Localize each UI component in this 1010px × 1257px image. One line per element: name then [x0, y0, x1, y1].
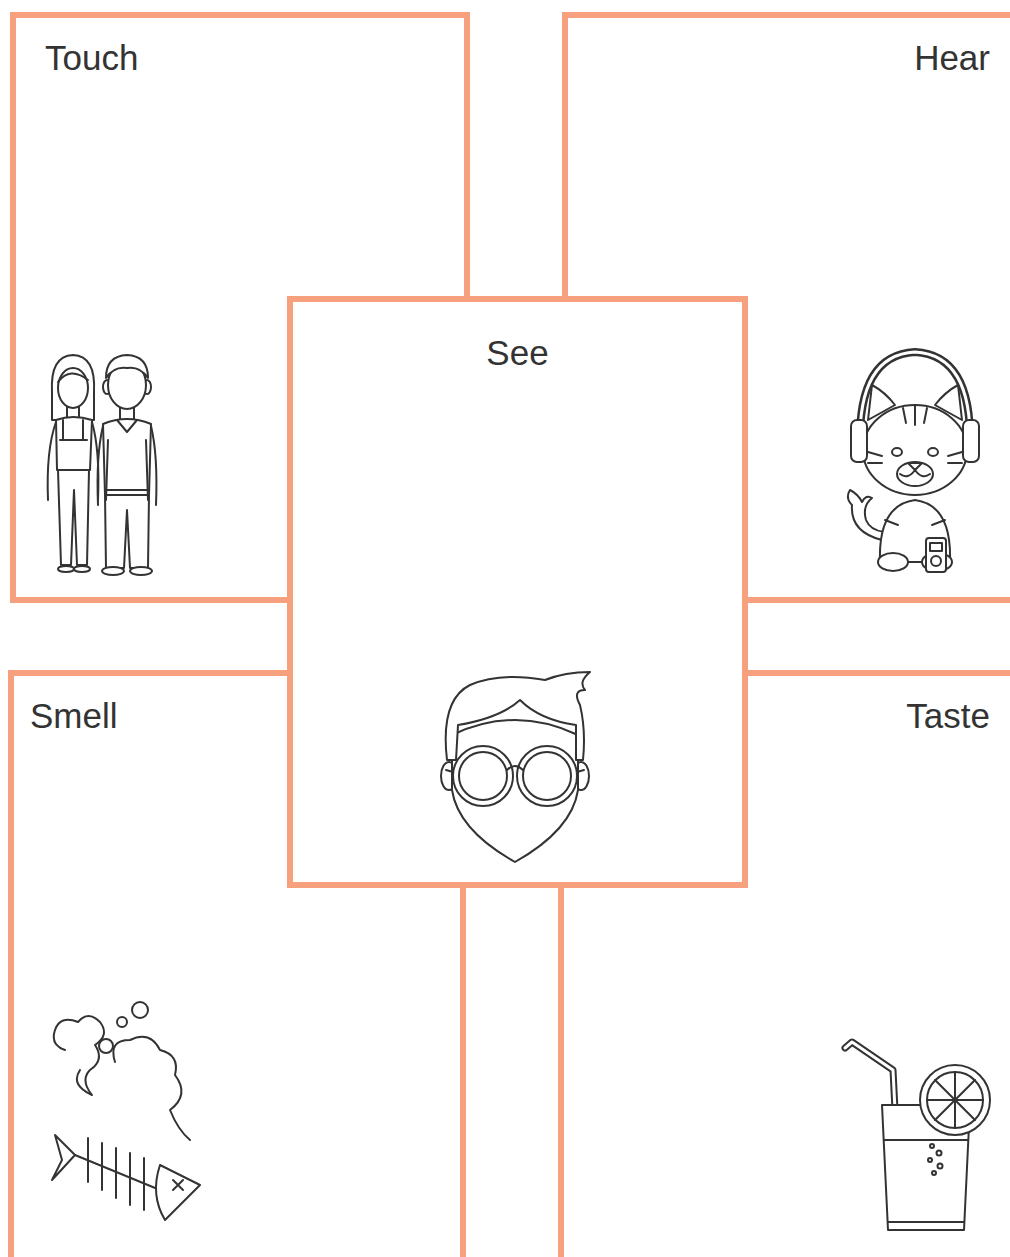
sense-label: See — [293, 332, 742, 374]
label-group: Smell — [30, 695, 118, 737]
couple-illustration-part — [151, 426, 156, 505]
drink-illustration-part — [882, 1105, 970, 1230]
tiger-illustration-part — [880, 500, 950, 562]
tiger-illustration-part — [928, 448, 938, 456]
couple-illustration-part — [102, 567, 124, 575]
couple-illustration-part — [92, 422, 98, 500]
couple-illustration-part — [48, 422, 56, 500]
tiger-illustration-part — [935, 385, 962, 420]
fish-bone-illustration-part — [113, 1037, 190, 1140]
couple-illustration-part — [130, 567, 152, 575]
drink-illustration-part — [927, 1072, 983, 1128]
couple-illustration-part — [67, 404, 79, 418]
drink-illustration-part — [845, 1042, 895, 1110]
fish-bone-illustration-part — [54, 1016, 104, 1095]
tiger-illustration-part — [922, 553, 952, 571]
face-illustration-part — [523, 752, 571, 800]
fish-bone-illustration-part — [132, 1002, 148, 1018]
couple-illustration-part — [105, 495, 149, 568]
couple-illustration-part — [143, 380, 151, 394]
couple-illustration-part — [60, 420, 87, 440]
tiger-illustration-part — [878, 553, 908, 571]
drink-illustration-part — [927, 1072, 983, 1128]
face-illustration-part — [452, 720, 578, 862]
couple-illustration-part — [106, 355, 148, 378]
drink-illustration-part — [928, 1158, 932, 1162]
drink-illustration-part — [932, 1171, 936, 1175]
tiger-illustration — [848, 352, 979, 572]
couple-illustration-part — [74, 566, 90, 572]
couple-illustration-part — [58, 566, 74, 572]
sense-label: Touch — [45, 37, 138, 79]
couple-illustration-part — [120, 405, 134, 420]
couple-illustration-part — [105, 440, 149, 500]
tiger-illustration-part — [963, 420, 979, 462]
face-illustration-part — [517, 746, 577, 806]
face-illustration-part — [441, 762, 457, 790]
fish-bone-illustration-part — [156, 1165, 200, 1220]
drink-illustration — [845, 1042, 990, 1230]
couple-illustration-part — [58, 373, 88, 382]
couple-illustration — [48, 355, 157, 575]
tiger-illustration-part — [900, 470, 930, 476]
fish-bone-illustration-part — [117, 1017, 127, 1027]
face-illustration-part — [453, 746, 513, 806]
label-group: Taste — [906, 695, 990, 737]
drink-illustration-part — [937, 1151, 942, 1156]
label-group: See — [293, 332, 742, 374]
drink-illustration-part — [845, 1042, 895, 1110]
couple-illustration-part — [56, 417, 92, 470]
tiger-illustration-part — [863, 405, 967, 495]
sense-box: See — [287, 296, 748, 888]
tiger-illustration-part — [860, 352, 970, 445]
face-illustration-part — [446, 766, 584, 772]
tiger-illustration-part — [926, 538, 946, 572]
couple-illustration-part — [58, 368, 88, 408]
tiger-illustration-part — [892, 448, 902, 456]
couple-illustration-part — [103, 419, 151, 495]
fish-bone-illustration-part — [99, 1039, 113, 1053]
face-illustration — [441, 672, 590, 862]
sense-label: Hear — [914, 37, 990, 79]
drink-illustration-part — [930, 1144, 934, 1148]
label-group: Touch — [45, 37, 138, 79]
tiger-illustration-part — [868, 452, 962, 463]
tiger-illustration-part — [868, 385, 895, 420]
tiger-illustration-part — [908, 463, 922, 470]
fish-bone-illustration — [52, 1002, 200, 1220]
tiger-illustration-part — [885, 520, 945, 525]
sense-label: Smell — [30, 695, 118, 737]
couple-illustration-part — [103, 380, 111, 394]
tiger-illustration-part — [897, 462, 933, 486]
couple-illustration-part — [52, 355, 94, 420]
fish-bone-illustration-part — [75, 1155, 160, 1190]
drink-illustration-part — [884, 1140, 968, 1222]
tiger-illustration-part — [860, 352, 970, 445]
couple-illustration-part — [108, 361, 146, 409]
couple-illustration-part — [98, 426, 103, 505]
fish-bone-illustration-part — [52, 1135, 75, 1180]
tiger-illustration-part — [903, 405, 927, 425]
face-illustration-part — [446, 672, 590, 760]
couple-illustration-part — [117, 420, 137, 432]
tiger-illustration-part — [930, 543, 942, 551]
fish-bone-illustration-part — [173, 1180, 183, 1190]
tiger-illustration-part — [848, 490, 884, 540]
drink-illustration-part — [938, 1164, 943, 1169]
face-illustration-part — [459, 752, 507, 800]
tiger-illustration-part — [851, 420, 867, 462]
couple-illustration-part — [58, 470, 89, 565]
label-group: Hear — [914, 37, 990, 79]
fish-bone-illustration-part — [88, 1138, 144, 1210]
face-illustration-part — [573, 762, 589, 790]
sense-label: Taste — [906, 695, 990, 737]
drink-illustration-part — [920, 1065, 990, 1135]
tiger-illustration-part — [931, 556, 941, 566]
